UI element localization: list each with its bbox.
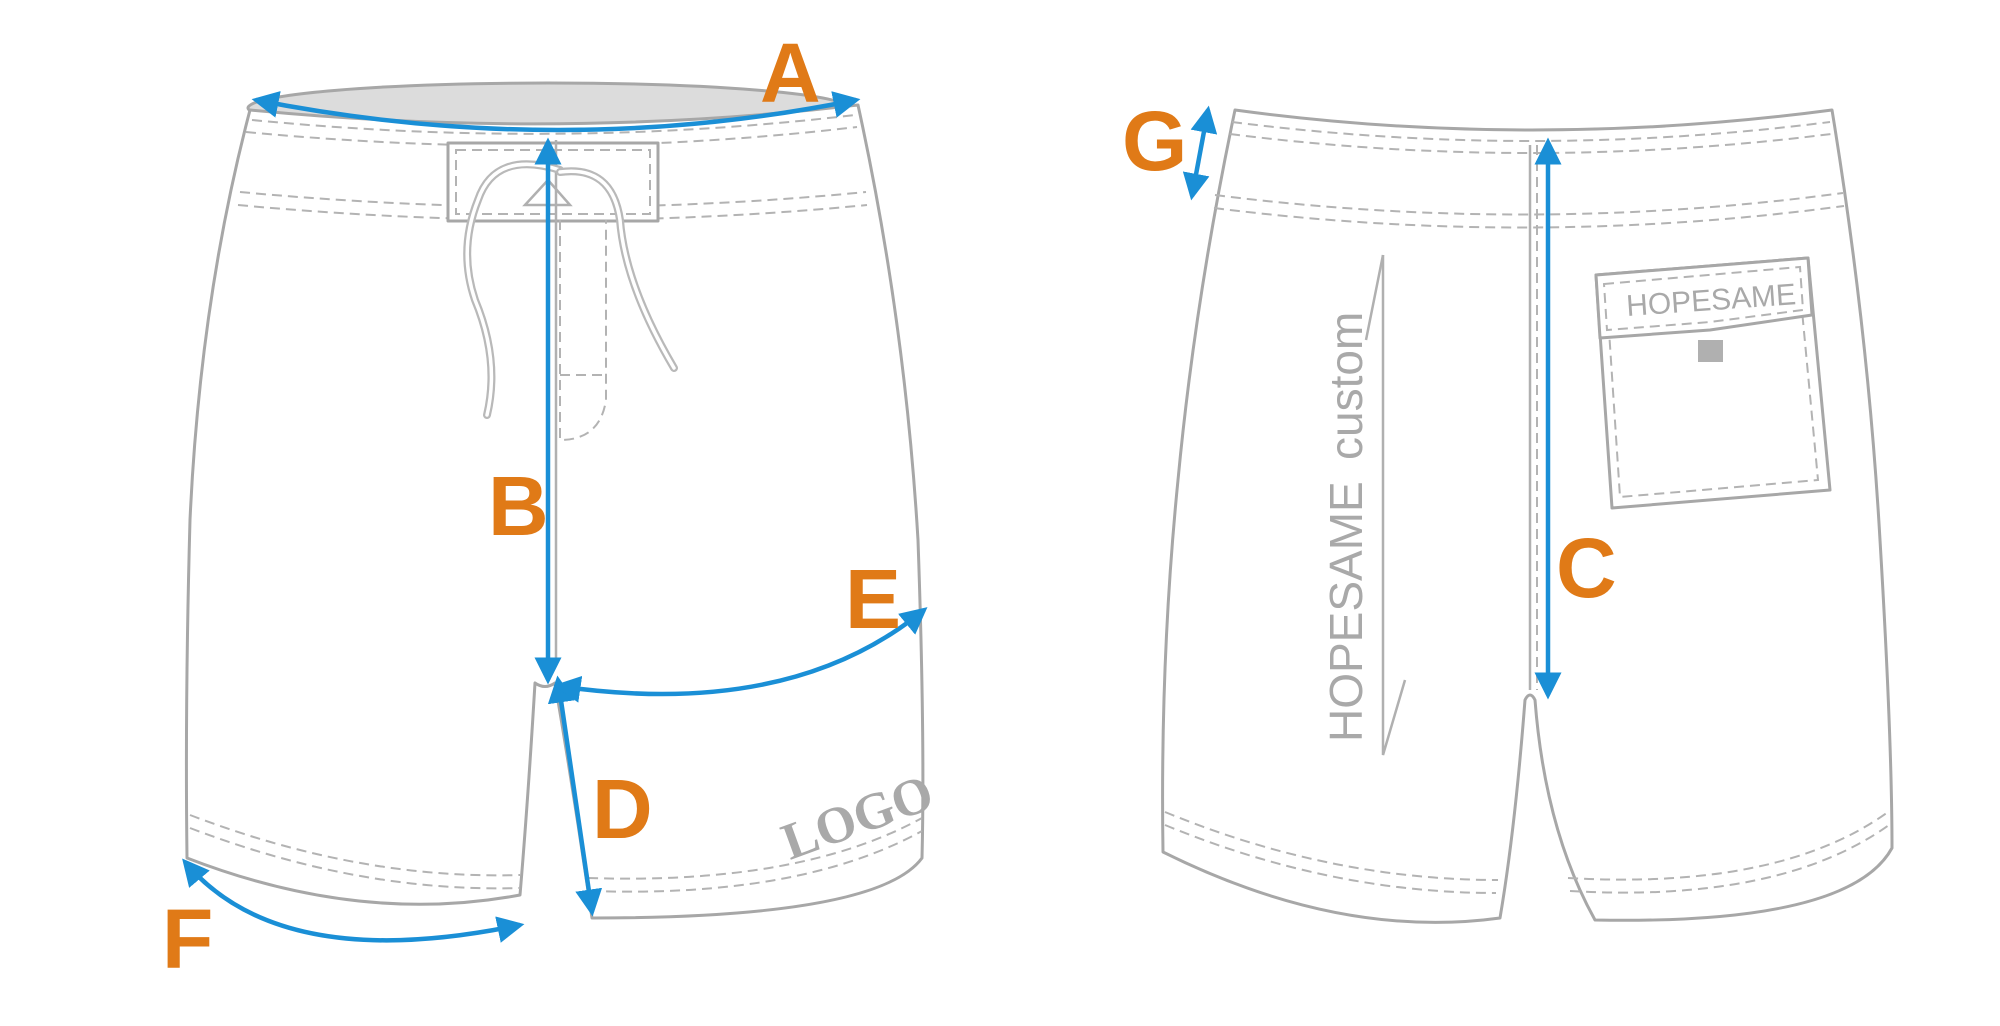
- label-f: F: [162, 892, 213, 986]
- back-waistband-seam-4: [1213, 205, 1845, 229]
- front-shorts-outline: [184, 103, 925, 920]
- back-hem-left-seam-1: [1164, 811, 1499, 881]
- arrow-d-inseam: [547, 675, 603, 917]
- label-e: E: [845, 552, 901, 646]
- arrow-e-thigh: [553, 607, 928, 703]
- arrow-g-waistband-height: [1182, 105, 1218, 201]
- back-side-print-line-1: [1364, 254, 1385, 341]
- front-view: LOGO: [184, 81, 941, 920]
- measurement-arrows: [182, 91, 1562, 943]
- back-side-text-hopesame: HOPESAME: [1320, 481, 1372, 742]
- back-hem-right-seam-1: [1567, 811, 1889, 881]
- front-hem-right-seam-2: [589, 830, 923, 893]
- front-hem-right-seam-1: [587, 817, 923, 880]
- front-lace-tab: [446, 141, 660, 223]
- front-waistband-seam-1: [251, 114, 856, 135]
- back-pocket-tab: [1698, 340, 1723, 362]
- back-shorts-outline: [1161, 108, 1894, 924]
- back-view: HOPESAME custom HOPESAME: [1161, 108, 1894, 924]
- back-waistband-seam-1: [1231, 121, 1831, 142]
- label-c: C: [1556, 521, 1617, 615]
- arrow-f-leg-opening: [182, 858, 525, 943]
- back-pocket-flap-stitch: [1602, 265, 1805, 332]
- back-side-text-custom: custom: [1320, 312, 1372, 460]
- back-pocket-flap: [1594, 256, 1814, 340]
- back-side-print-line-2: [1381, 255, 1407, 756]
- label-b: B: [488, 459, 549, 553]
- measurement-labels: A B C D E F G: [162, 26, 1617, 986]
- label-d: D: [592, 762, 653, 856]
- back-waistband-seam-2: [1229, 133, 1832, 154]
- label-a: A: [760, 26, 821, 120]
- label-g: G: [1122, 94, 1187, 188]
- back-waistband-seam-3: [1214, 192, 1844, 216]
- back-hem-left-seam-2: [1164, 824, 1497, 894]
- arrow-a-waist: [251, 91, 861, 133]
- back-hem-right-seam-2: [1569, 824, 1890, 894]
